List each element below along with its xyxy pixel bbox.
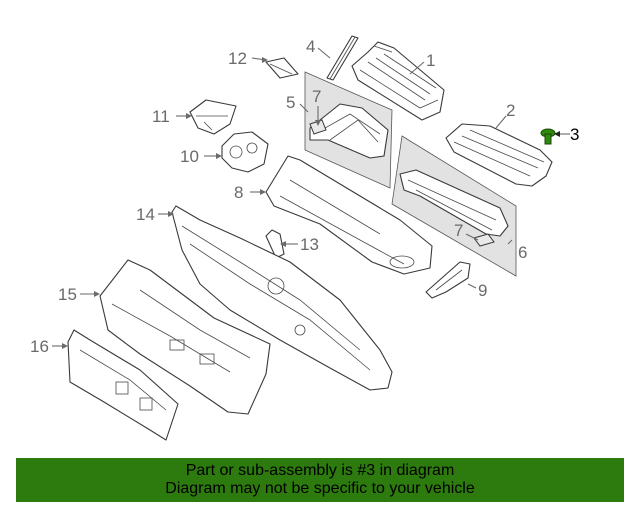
callout-4: 4 [306,37,315,56]
part-3-shank [544,133,552,145]
part-7-clip-lower [473,233,495,247]
callout-11: 11 [152,107,170,126]
callout-15: 15 [58,285,77,304]
callout-5: 5 [286,93,295,112]
callout-7-upper: 7 [312,87,321,106]
callout-6: 6 [518,243,527,262]
leader-lines [52,47,570,349]
banner-line-2: Diagram may not be specific to your vehi… [165,480,475,497]
callout-7-lower: 7 [454,221,463,240]
part-8-cowl-panel [265,155,433,275]
part-9-bracket [425,261,471,299]
part-15-insulator [99,259,271,415]
callout-labels: 1 2 3 4 5 6 7 7 8 9 10 11 12 13 14 15 16 [30,37,579,356]
part-10-housing [221,131,269,173]
callout-1: 1 [426,51,435,70]
part-11-bracket [189,99,237,135]
callout-8: 8 [234,183,243,202]
part-4-weatherstrip [326,35,359,81]
part-12-bracket [265,57,299,79]
callout-14: 14 [136,205,155,224]
part-1-cowl-cover [351,41,445,121]
part-3-fastener [540,128,556,145]
part-6-group-panel [391,135,517,277]
info-banner: Part or sub-assembly is #3 in diagram Di… [16,458,624,502]
callout-2: 2 [506,101,515,120]
callout-9: 9 [478,281,487,300]
callout-3: 3 [570,125,579,144]
part-16-insulator-pad [67,329,179,441]
callout-16: 16 [30,337,49,356]
banner-line-1: Part or sub-assembly is #3 in diagram [185,462,455,479]
part-14-dash-panel [171,205,393,391]
callout-10: 10 [180,147,199,166]
part-5-group-panel [304,71,393,189]
callout-12: 12 [228,49,247,68]
part-2-cowl-cover [445,123,553,187]
callout-13: 13 [300,235,319,254]
